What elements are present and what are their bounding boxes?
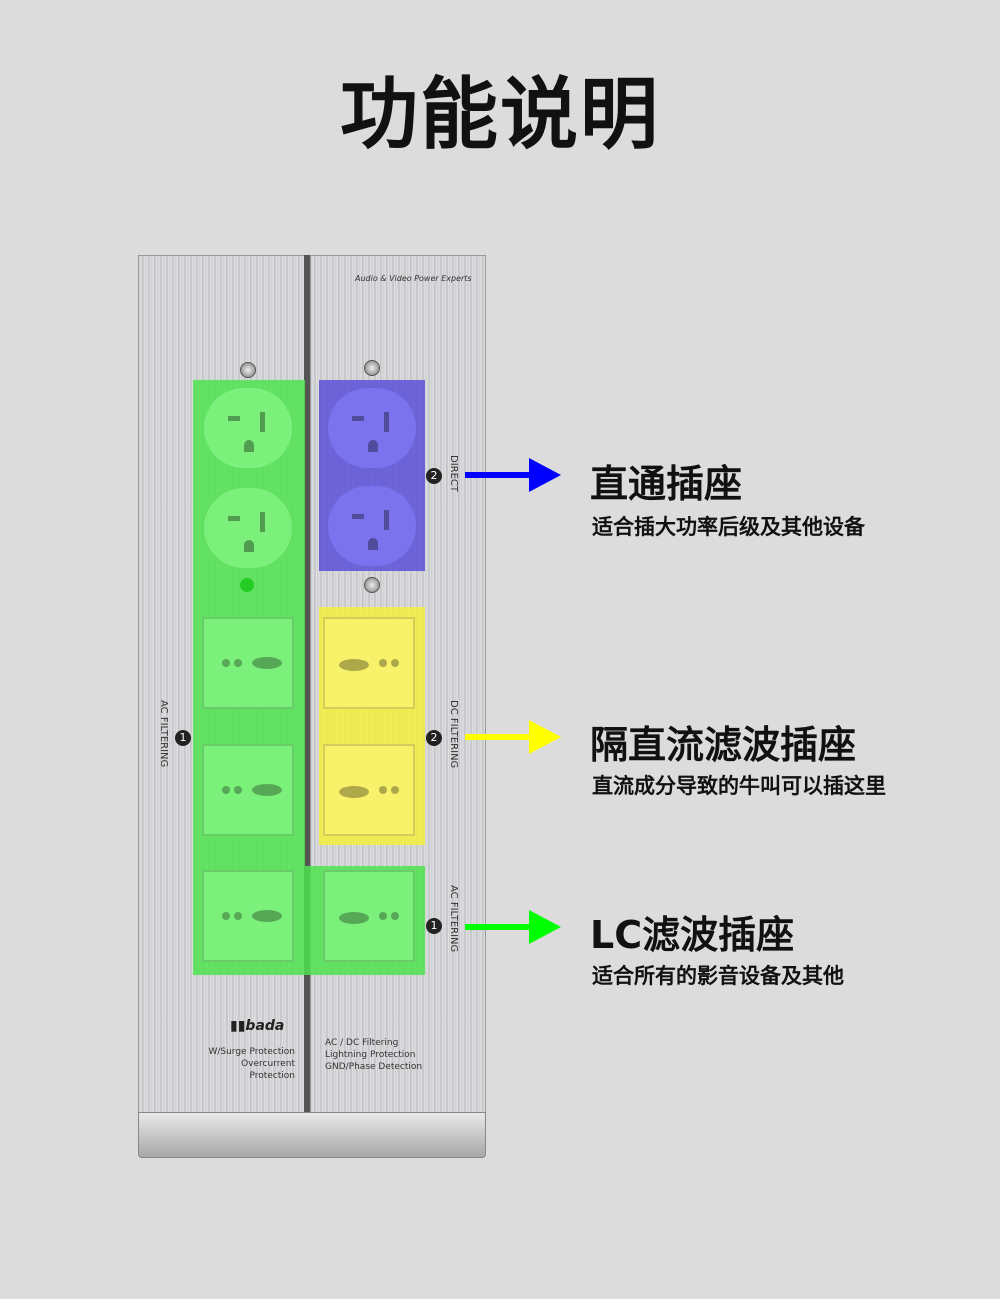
feature-text: W/Surge Protection bbox=[208, 1047, 295, 1057]
tagline: Audio & Video Power Experts bbox=[355, 274, 472, 283]
arrow-blue-icon bbox=[465, 458, 561, 492]
feature-text: Lightning Protection bbox=[325, 1050, 416, 1060]
screw-icon bbox=[364, 577, 380, 593]
callout-desc-direct: 适合插大功率后级及其他设备 bbox=[592, 515, 865, 539]
arrow-yellow-icon bbox=[465, 720, 561, 754]
feature-text: GND/Phase Detection bbox=[325, 1062, 423, 1072]
screw-icon bbox=[240, 362, 256, 378]
brand-logo: ▮▮bada bbox=[230, 1018, 285, 1034]
dc-filter-outlet[interactable] bbox=[323, 617, 415, 709]
dc-filtering-label: DC FILTERING bbox=[448, 700, 459, 769]
section-number: 1 bbox=[175, 730, 191, 746]
callout-title-direct: 直通插座 bbox=[590, 462, 743, 506]
feature-text: Overcurrent Protection bbox=[241, 1059, 295, 1081]
screw-icon bbox=[364, 360, 380, 376]
page-title: 功能说明 bbox=[339, 70, 660, 160]
power-strip-base bbox=[138, 1112, 486, 1158]
panel-divider bbox=[304, 255, 310, 1115]
callout-title-dc: 隔直流滤波插座 bbox=[590, 723, 857, 767]
feature-text: AC / DC Filtering bbox=[325, 1038, 399, 1048]
nema-outlet[interactable] bbox=[204, 388, 292, 468]
arrow-green-icon bbox=[465, 910, 561, 944]
section-number: 1 bbox=[426, 918, 442, 934]
callout-desc-dc: 直流成分导致的牛叫可以插这里 bbox=[592, 774, 886, 798]
universal-outlet[interactable] bbox=[202, 744, 294, 836]
callout-title-lc: LC滤波插座 bbox=[590, 913, 795, 957]
direct-label: DIRECT bbox=[448, 455, 459, 493]
dc-filter-outlet[interactable] bbox=[323, 744, 415, 836]
universal-outlet[interactable] bbox=[323, 870, 415, 962]
brand-name: bada bbox=[245, 1018, 285, 1034]
ac-filtering-label: AC FILTERING bbox=[448, 885, 459, 953]
universal-outlet[interactable] bbox=[202, 870, 294, 962]
ac-filtering-label: AC FILTERING bbox=[158, 700, 169, 768]
callout-desc-lc: 适合所有的影音设备及其他 bbox=[592, 964, 844, 988]
direct-outlet[interactable] bbox=[328, 486, 416, 566]
nema-outlet[interactable] bbox=[204, 488, 292, 568]
universal-outlet[interactable] bbox=[202, 617, 294, 709]
section-number: 2 bbox=[426, 468, 442, 484]
section-number: 2 bbox=[426, 730, 442, 746]
indicator-light bbox=[240, 578, 254, 592]
direct-outlet[interactable] bbox=[328, 388, 416, 468]
